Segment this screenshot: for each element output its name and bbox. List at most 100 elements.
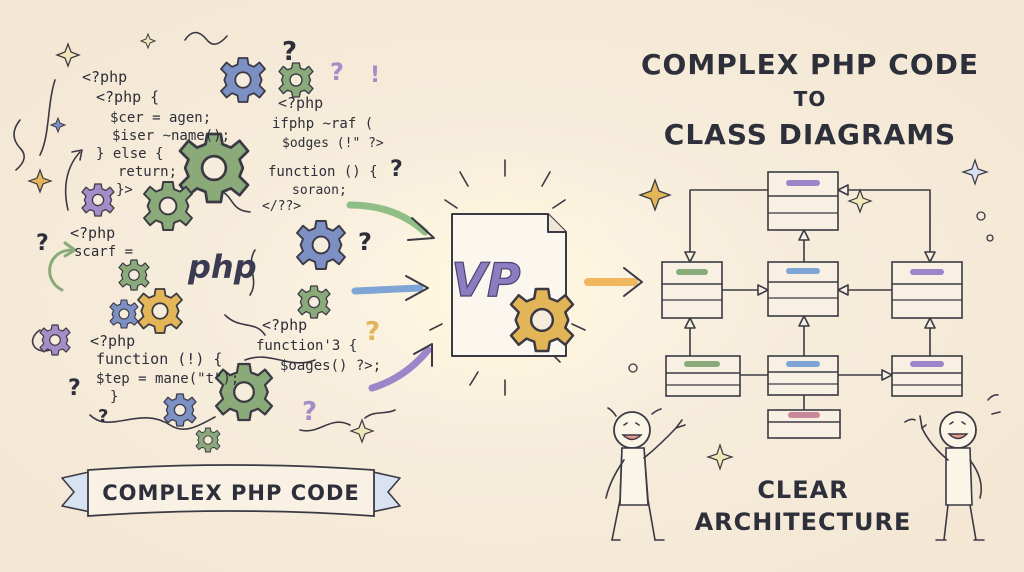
dot [976, 211, 986, 221]
question-mark-icon: ? [358, 228, 373, 256]
question-mark-icon: ? [282, 37, 298, 67]
messy-code-area: ? ? ! ? ? ? ? ? ? ? <?php <?php { $cer =… [13, 31, 404, 453]
dot [628, 363, 638, 373]
code-line: ifphp ~raf ( [272, 116, 373, 132]
arrow-head [63, 241, 78, 258]
gear-icon [143, 181, 193, 231]
scribble [224, 314, 266, 336]
gear-icon [297, 285, 331, 319]
question-mark-icon: ? [36, 231, 50, 256]
sparkle-icon [55, 42, 81, 68]
scribble [244, 356, 316, 364]
code-snippet: <?php function (!) { $tep = mane("t"); } [90, 332, 239, 405]
title-line-1: COMPLEX PHP CODE [641, 48, 979, 81]
code-snippet: <?php scarf = [70, 224, 133, 260]
code-line: $cer = agen; [110, 110, 211, 126]
sparkle-icon [349, 418, 375, 444]
code-line: } [110, 389, 118, 405]
code-snippet: <?php <?php { $cer = agen; $iser ~name()… [82, 68, 230, 198]
code-line: </??> [262, 199, 301, 214]
gear-icon [278, 62, 314, 98]
question-mark-icon: ! [370, 63, 381, 88]
caption-line-2: ARCHITECTURE [695, 508, 912, 536]
left-banner: COMPLEX PHP CODE [61, 464, 401, 517]
class-box [767, 409, 841, 439]
code-line: scarf = [74, 244, 133, 260]
question-mark-icon: ? [302, 397, 318, 427]
code-line: $iser ~name(); [112, 128, 230, 144]
sparkle-icon [638, 178, 672, 212]
banner-ribbon [87, 464, 375, 517]
code-line: }> [116, 182, 133, 198]
code-line: function'3 { [256, 338, 357, 354]
dot [986, 234, 994, 242]
gear-icon [118, 259, 150, 291]
code-line: soraon; [292, 183, 347, 198]
scribble [13, 119, 25, 171]
sparkle-icon [27, 168, 53, 194]
arrow-icon [368, 346, 432, 392]
code-line: } else { [96, 146, 163, 162]
gear-icon [296, 220, 346, 270]
person-icon [605, 407, 686, 541]
code-line: $odges (!" ?> [282, 136, 384, 151]
caption-line-1: CLEAR [757, 476, 848, 504]
curved-arrow-icon [64, 151, 81, 211]
gear-icon [109, 299, 139, 329]
class-diagram [661, 171, 963, 439]
question-mark-icon: ? [330, 58, 345, 86]
code-line: <?php [70, 224, 115, 242]
code-line: <?php [262, 316, 307, 334]
arrow-icon [351, 284, 424, 295]
code-line: <?php [90, 332, 135, 350]
php-logo: php [187, 248, 257, 286]
sparkle-icon [49, 116, 67, 134]
code-line: $tep = mane("t"); [96, 371, 239, 387]
code-line: <?php [82, 68, 127, 86]
arrow-head [405, 275, 429, 301]
question-mark-icon: ? [365, 317, 381, 347]
banner-label: COMPLEX PHP CODE [102, 481, 360, 505]
scribble [249, 249, 256, 296]
code-line: function (!) { [96, 350, 222, 368]
right-caption: CLEAR ARCHITECTURE [695, 476, 912, 536]
sparkle-icon [706, 443, 734, 471]
arrow-head [623, 267, 643, 297]
title-line-3: CLASS DIAGRAMS [664, 118, 956, 151]
question-mark-icon: ? [390, 157, 404, 182]
scribble [299, 421, 351, 432]
scribble [39, 79, 56, 156]
gear-icon [81, 183, 115, 217]
question-mark-icon: ? [68, 376, 82, 401]
gear-icon [220, 57, 266, 103]
sparkle-icon [961, 158, 989, 186]
arrow-head [407, 217, 435, 241]
gear-icon [137, 288, 183, 334]
person-icon [904, 394, 1001, 541]
code-line: <?php [278, 94, 323, 112]
title: COMPLEX PHP CODE TO CLASS DIAGRAMS [641, 48, 979, 151]
class-box [767, 355, 839, 396]
gear-icon [509, 287, 575, 353]
scribble [31, 329, 51, 352]
code-line: <?php { [96, 88, 159, 106]
title-line-2: TO [794, 87, 827, 111]
code-line: return; [118, 164, 177, 180]
class-box [767, 261, 839, 317]
arrow-head [413, 343, 433, 367]
arrow-icon [346, 201, 429, 236]
question-mark-icon: ? [98, 406, 109, 427]
arrow-head [71, 149, 83, 161]
sparkle-icon [139, 32, 157, 50]
tool-document-icon: VP [429, 159, 586, 396]
input-arrows [346, 201, 435, 392]
code-snippet: <?php ifphp ~raf ( $odges (!" ?> functio… [262, 94, 384, 214]
sparkle-icon [847, 188, 873, 214]
document-fold [547, 214, 566, 233]
gear-icon [39, 324, 71, 356]
class-box [665, 355, 741, 397]
scribble [184, 31, 228, 45]
scribble [89, 414, 216, 430]
